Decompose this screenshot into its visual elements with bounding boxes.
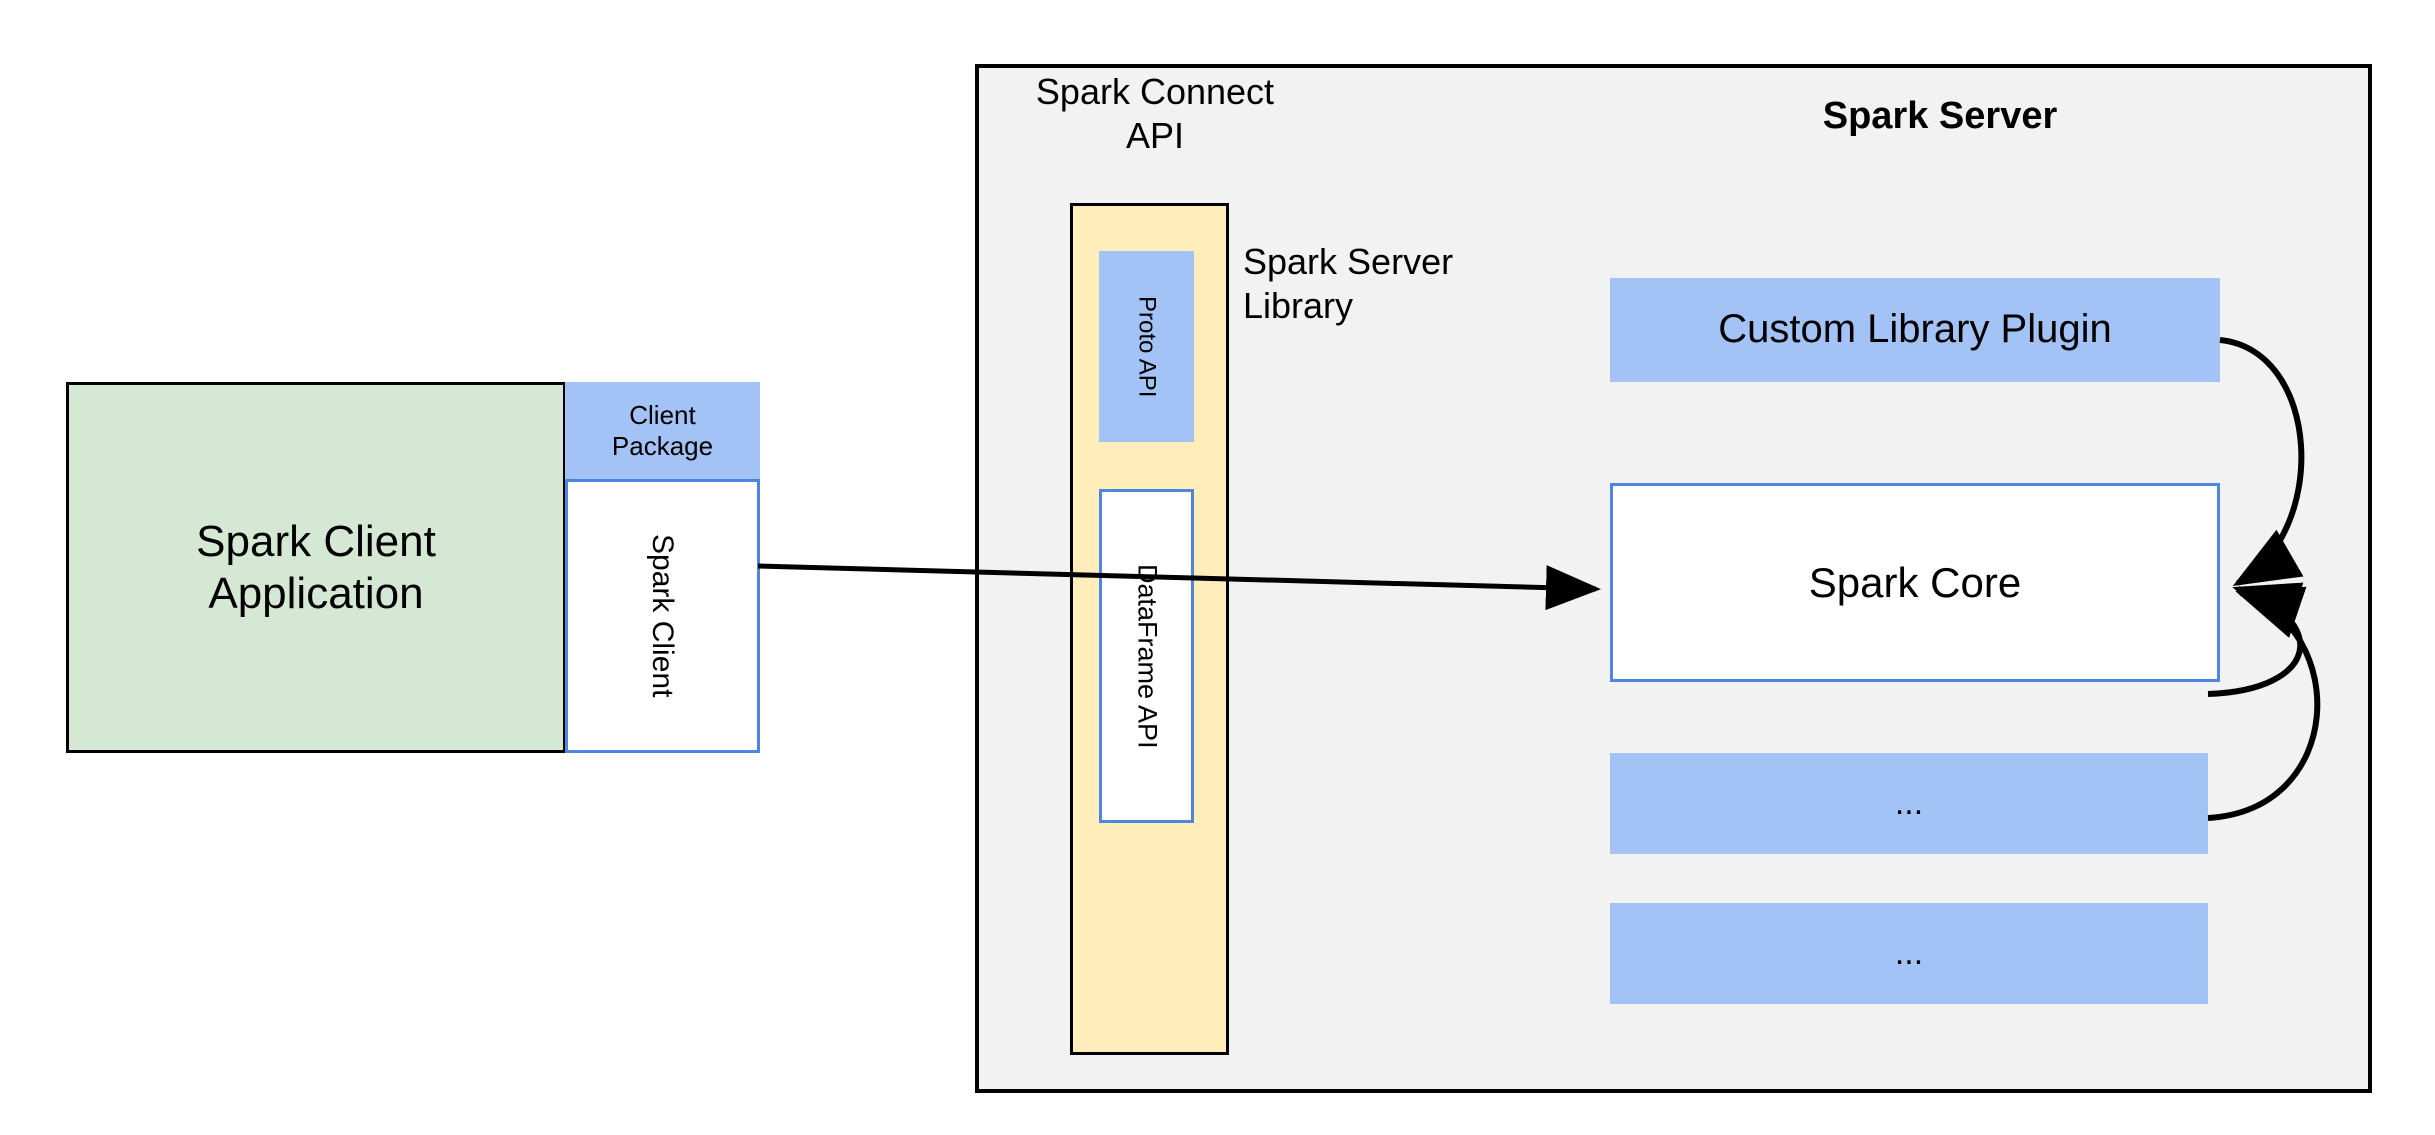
spark-core-box[interactable]: Spark Core [1610,483,2220,682]
spark-client-application-label-line1: Spark Client [196,516,436,566]
proto-api-box[interactable]: Proto API [1099,251,1194,442]
spark-client-box[interactable]: Spark Client [565,479,760,753]
client-package-label-line1: Client [629,399,696,430]
spark-connect-api-label-line1: Spark Connect [1035,71,1275,112]
spark-connect-api-label-line2: API [1125,114,1185,156]
dataframe-api-label: DataFrame API [1132,563,1163,749]
ellipsis-box-2[interactable]: ... [1610,903,2208,1004]
proto-api-label: Proto API [1133,295,1161,398]
spark-connect-api-label: Spark Connect API [1010,70,1300,158]
ellipsis-box-2-label: ... [1894,934,1924,973]
spark-server-library-label: Spark Server Library [1243,240,1543,328]
dataframe-api-box[interactable]: DataFrame API [1099,489,1194,823]
spark-server-title: Spark Server [1822,95,2058,137]
spark-client-application-label-line2: Application [208,568,424,618]
spark-core-label: Spark Core [1808,558,2022,606]
client-package-box[interactable]: Client Package [565,382,760,479]
ellipsis-box-1-label: ... [1894,784,1924,823]
custom-library-plugin-box[interactable]: Custom Library Plugin [1610,278,2220,382]
spark-client-application-box[interactable]: Spark Client Application [66,382,566,753]
client-package-label-line2: Package [611,430,714,461]
spark-server-library-label-line1: Spark Server [1243,241,1454,282]
ellipsis-box-1[interactable]: ... [1610,753,2208,854]
spark-client-label: Spark Client [646,534,680,698]
client-package-label: Client Package [612,400,713,461]
spark-server-library-label-line2: Library [1243,284,1354,326]
custom-library-plugin-label: Custom Library Plugin [1718,307,2112,352]
spark-client-application-label: Spark Client Application [196,516,436,620]
